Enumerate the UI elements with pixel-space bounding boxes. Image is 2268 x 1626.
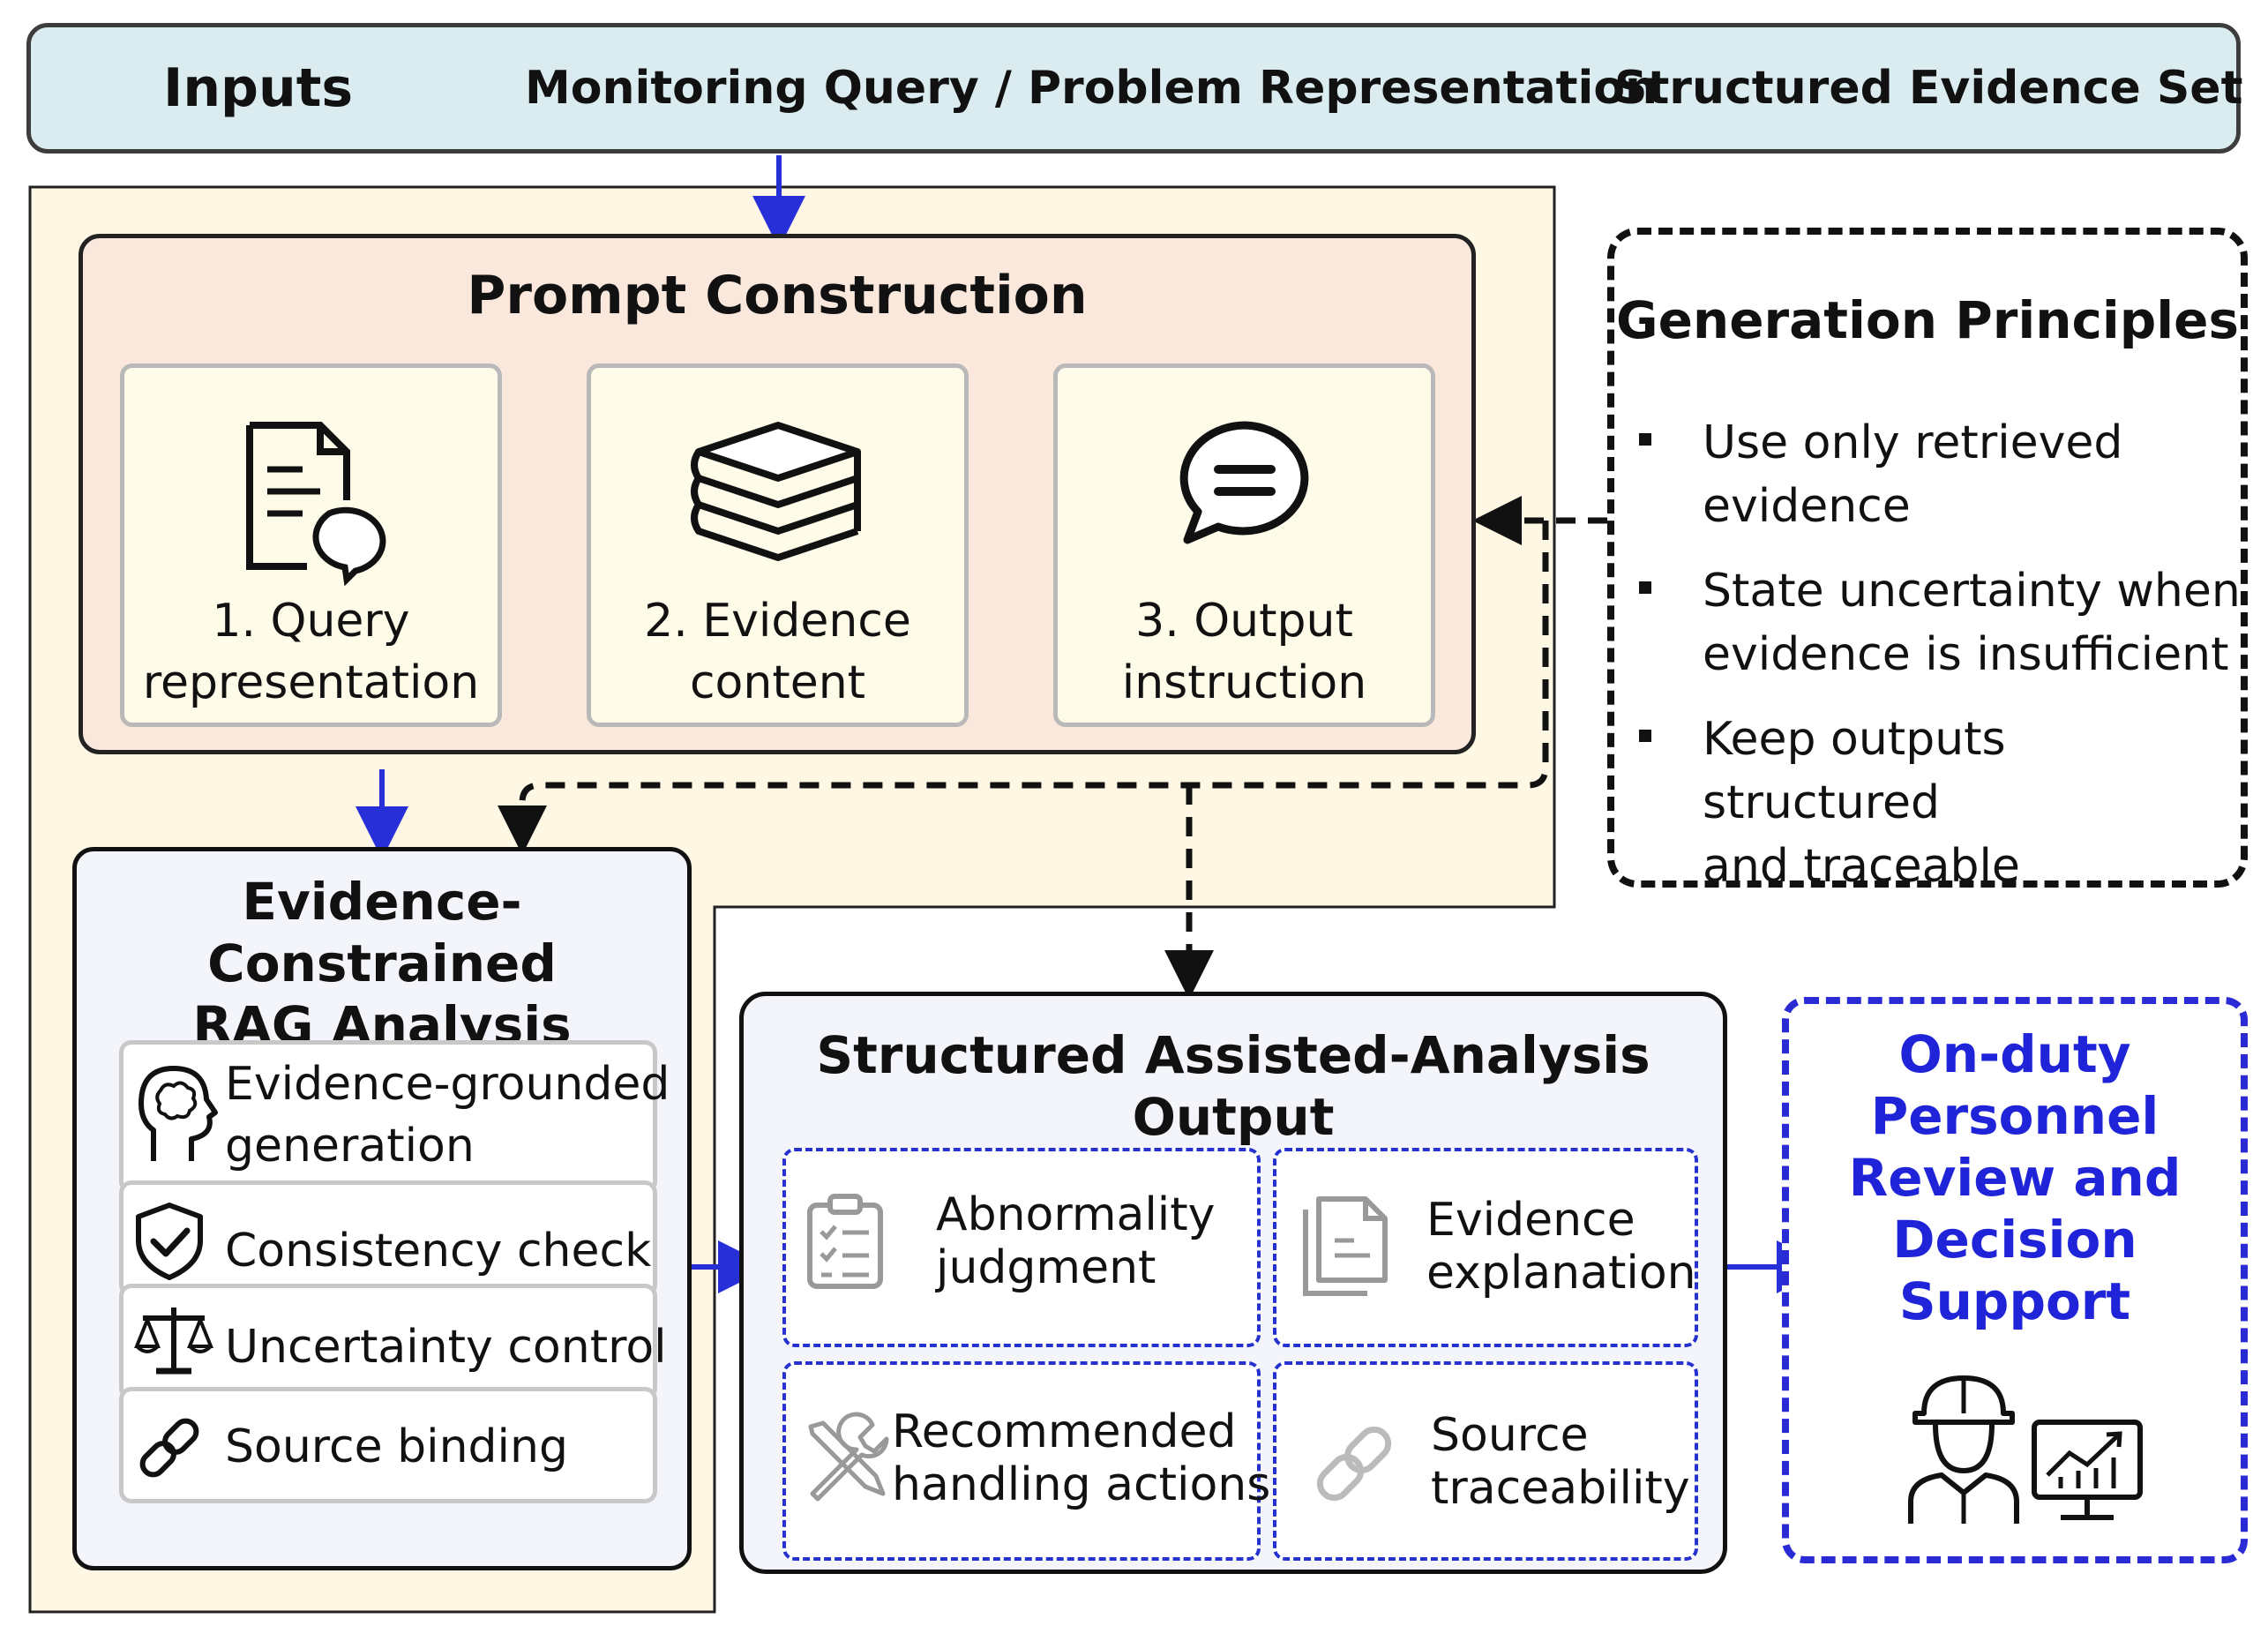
- link-icon: [139, 1418, 199, 1478]
- inputs-title: Inputs: [163, 57, 354, 119]
- output-card-recommended-actions: Recommended handling actions: [782, 1361, 1270, 1561]
- dashed-principles-to-rag: [498, 521, 1549, 855]
- brain-head-icon: [138, 1066, 218, 1161]
- prompt-construction-panel: Prompt Construction 1. Query representat…: [79, 234, 1476, 754]
- bullet-icon: [1639, 433, 1651, 446]
- onduty-title: On-duty Personnel Review and Decision Su…: [1848, 1024, 2182, 1331]
- rag-item-consistency-check: Consistency check: [119, 1180, 657, 1297]
- structured-output-title: Structured Assisted-Analysis Output: [816, 1025, 1650, 1147]
- prompt-construction-title: Prompt Construction: [467, 265, 1088, 326]
- scale-icon: [134, 1308, 213, 1375]
- output-card-source-traceability: Source traceability: [1273, 1361, 1698, 1561]
- generation-principles-panel: Generation Principles Use only retrieved…: [1607, 228, 2248, 893]
- structured-output-panel: Structured Assisted-Analysis Output Abno…: [739, 992, 1727, 1574]
- rag-analysis-title: Evidence-Constrained RAG Analysis: [192, 872, 572, 1055]
- tools-icon: [808, 1412, 889, 1502]
- inputs-query-label: Monitoring Query / Problem Representatio…: [525, 62, 1658, 115]
- generation-principles-title: Generation Principles: [1615, 290, 2240, 350]
- rag-item-source-binding: Source binding: [119, 1387, 657, 1503]
- rag-analysis-panel: Evidence-Constrained RAG Analysis Eviden…: [72, 847, 692, 1570]
- bullet-icon: [1639, 730, 1651, 742]
- step-evidence-label: 2. Evidence content: [644, 595, 911, 709]
- output-card-abnormality: Abnormality judgment: [782, 1148, 1261, 1347]
- rag-item-uncertainty-control: Uncertainty control: [119, 1284, 667, 1400]
- shield-check-icon: [136, 1203, 203, 1280]
- step-query-representation: 1. Query representation: [120, 363, 502, 727]
- document-chat-icon: [245, 422, 385, 587]
- onduty-review-panel: On-duty Personnel Review and Decision Su…: [1782, 997, 2248, 1563]
- link-icon: [1316, 1426, 1392, 1502]
- step-evidence-content: 2. Evidence content: [587, 363, 969, 727]
- worker-monitor-icon: [1908, 1375, 2143, 1524]
- step-query-label: 1. Query representation: [142, 595, 480, 709]
- inputs-bar: Inputs Monitoring Query / Problem Repres…: [26, 23, 2243, 154]
- documents-icon: [1303, 1196, 1388, 1296]
- step-output-instruction: 3. Output instruction: [1053, 363, 1435, 727]
- speech-bubble-icon: [1179, 421, 1308, 544]
- bullet-icon: [1639, 581, 1651, 594]
- clipboard-checklist-icon: [807, 1194, 883, 1289]
- book-stack-icon: [690, 422, 861, 561]
- inputs-evidence-label: Structured Evidence Set: [1614, 62, 2243, 115]
- output-card-evidence-explanation: Evidence explanation: [1273, 1148, 1698, 1347]
- rag-item-evidence-grounded: Evidence-grounded generation: [119, 1040, 670, 1194]
- step-output-label: 3. Output instruction: [1121, 595, 1367, 709]
